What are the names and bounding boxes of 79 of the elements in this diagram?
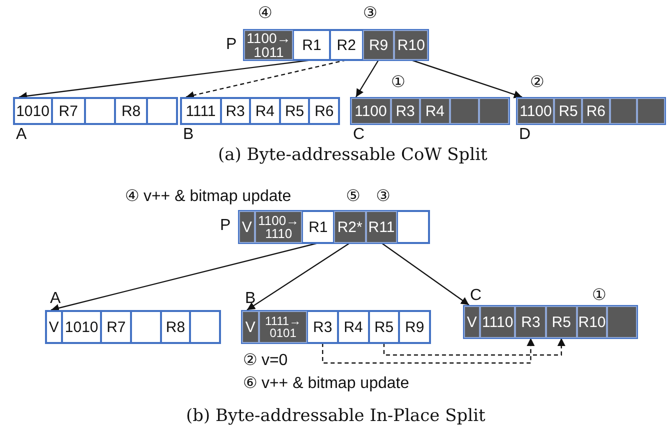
slot-cell: 1111 — [181, 98, 220, 124]
figure-caption: (a) Byte-addressable CoW Split — [218, 145, 488, 165]
slot-cell: R4 — [250, 98, 280, 124]
slot-cell: R7 — [101, 311, 132, 343]
node-frame — [238, 210, 430, 244]
node-letter: C — [353, 126, 365, 144]
node-frame — [180, 97, 340, 125]
slot-cell: 1111→ 0101 — [258, 311, 308, 343]
slot-cell: R4 — [338, 311, 369, 343]
dashed-arrow — [383, 338, 566, 356]
slot-cell: 1100 — [351, 98, 390, 124]
slot-cell: 1010 — [14, 98, 52, 124]
node-frame — [241, 310, 431, 344]
slot-cell: 1110 — [480, 306, 516, 338]
slot-cell: 1100 — [517, 98, 554, 124]
arrow — [50, 242, 318, 312]
step-note: ⑥ v++ & bitmap update — [243, 374, 410, 393]
slot-cell: R8 — [114, 98, 148, 124]
dashed-arrow — [322, 338, 535, 364]
node-frame — [516, 97, 666, 125]
empty-slot — [131, 311, 161, 343]
arrow — [355, 60, 380, 98]
slot-cell: 1100→ 1011 — [244, 30, 294, 60]
slot-cell: R4 — [420, 98, 450, 124]
slot-cell: R3 — [220, 98, 250, 124]
arrow — [410, 59, 522, 98]
slot-cell: R5 — [280, 98, 310, 124]
slot-cell: V — [242, 311, 259, 343]
slot-cell: R3 — [307, 311, 338, 343]
step-marker: ① — [391, 73, 405, 92]
slot-cell: R2 — [330, 30, 363, 60]
slot-cell: R6 — [582, 98, 610, 124]
slot-cell: R6 — [309, 98, 339, 124]
step-marker: ③ — [376, 187, 390, 206]
node-letter: B — [183, 126, 194, 144]
slot-cell: R10 — [394, 30, 428, 60]
node-frame — [45, 310, 221, 344]
node-letter: A — [50, 290, 61, 308]
step-marker: ③ — [363, 4, 377, 23]
slot-cell: R7 — [52, 98, 86, 124]
step-note: ② v=0 — [243, 351, 288, 370]
node-frame — [350, 97, 510, 125]
node-letter: P — [226, 36, 237, 54]
arrow — [246, 242, 350, 310]
slot-cell: 1010 — [62, 311, 102, 343]
step-note: ④ v++ & bitmap update — [125, 187, 292, 206]
slot-cell: R11 — [366, 211, 398, 243]
slot-cell: R1 — [302, 211, 334, 243]
slot-cell: R5 — [554, 98, 582, 124]
node-letter: A — [16, 126, 27, 144]
node-letter: C — [470, 287, 482, 305]
slot-cell: V — [46, 311, 62, 343]
step-marker: ① — [592, 286, 606, 305]
slot-cell: R3 — [515, 306, 546, 338]
slot-cell: V — [239, 211, 255, 243]
node-frame — [463, 305, 638, 339]
node-letter: B — [245, 290, 256, 308]
slot-cell: R8 — [160, 311, 190, 343]
step-marker: ④ — [258, 4, 272, 23]
step-marker: ⑤ — [346, 187, 360, 206]
slot-cell: R2* — [334, 211, 366, 243]
slot-cell: R5 — [368, 311, 400, 343]
empty-slot — [190, 311, 220, 343]
slot-cell: R1 — [293, 30, 330, 60]
node-letter: D — [519, 126, 531, 144]
figure-caption: (b) Byte-addressable In-Place Split — [186, 406, 486, 426]
step-marker: ② — [530, 73, 544, 92]
slot-cell: R3 — [390, 98, 420, 124]
slot-cell: V — [464, 306, 480, 338]
slot-cell: R9 — [362, 30, 394, 60]
node-frame — [13, 97, 178, 125]
empty-slot — [607, 306, 637, 338]
slot-cell: R9 — [399, 311, 430, 343]
node-letter: P — [220, 217, 231, 235]
arrow — [381, 242, 470, 306]
slot-cell: R5 — [546, 306, 577, 338]
node-frame — [243, 29, 429, 61]
slot-cell: R10 — [576, 306, 608, 338]
slot-cell: 1100→ 1110 — [254, 211, 302, 243]
